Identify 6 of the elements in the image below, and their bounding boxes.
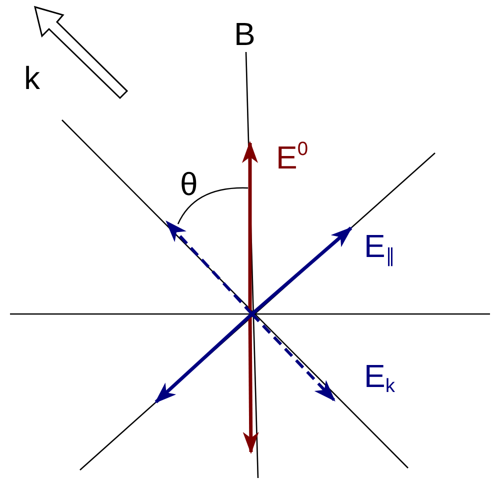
vector-label: E$_{k}$ (364, 360, 395, 396)
axis-label: B (234, 18, 256, 50)
vector-label: E$^{0}$ (276, 140, 308, 174)
vector-label: k (24, 62, 40, 94)
angle-label: θ (180, 168, 198, 200)
vector-label: E$_{∥}$ (364, 230, 396, 266)
